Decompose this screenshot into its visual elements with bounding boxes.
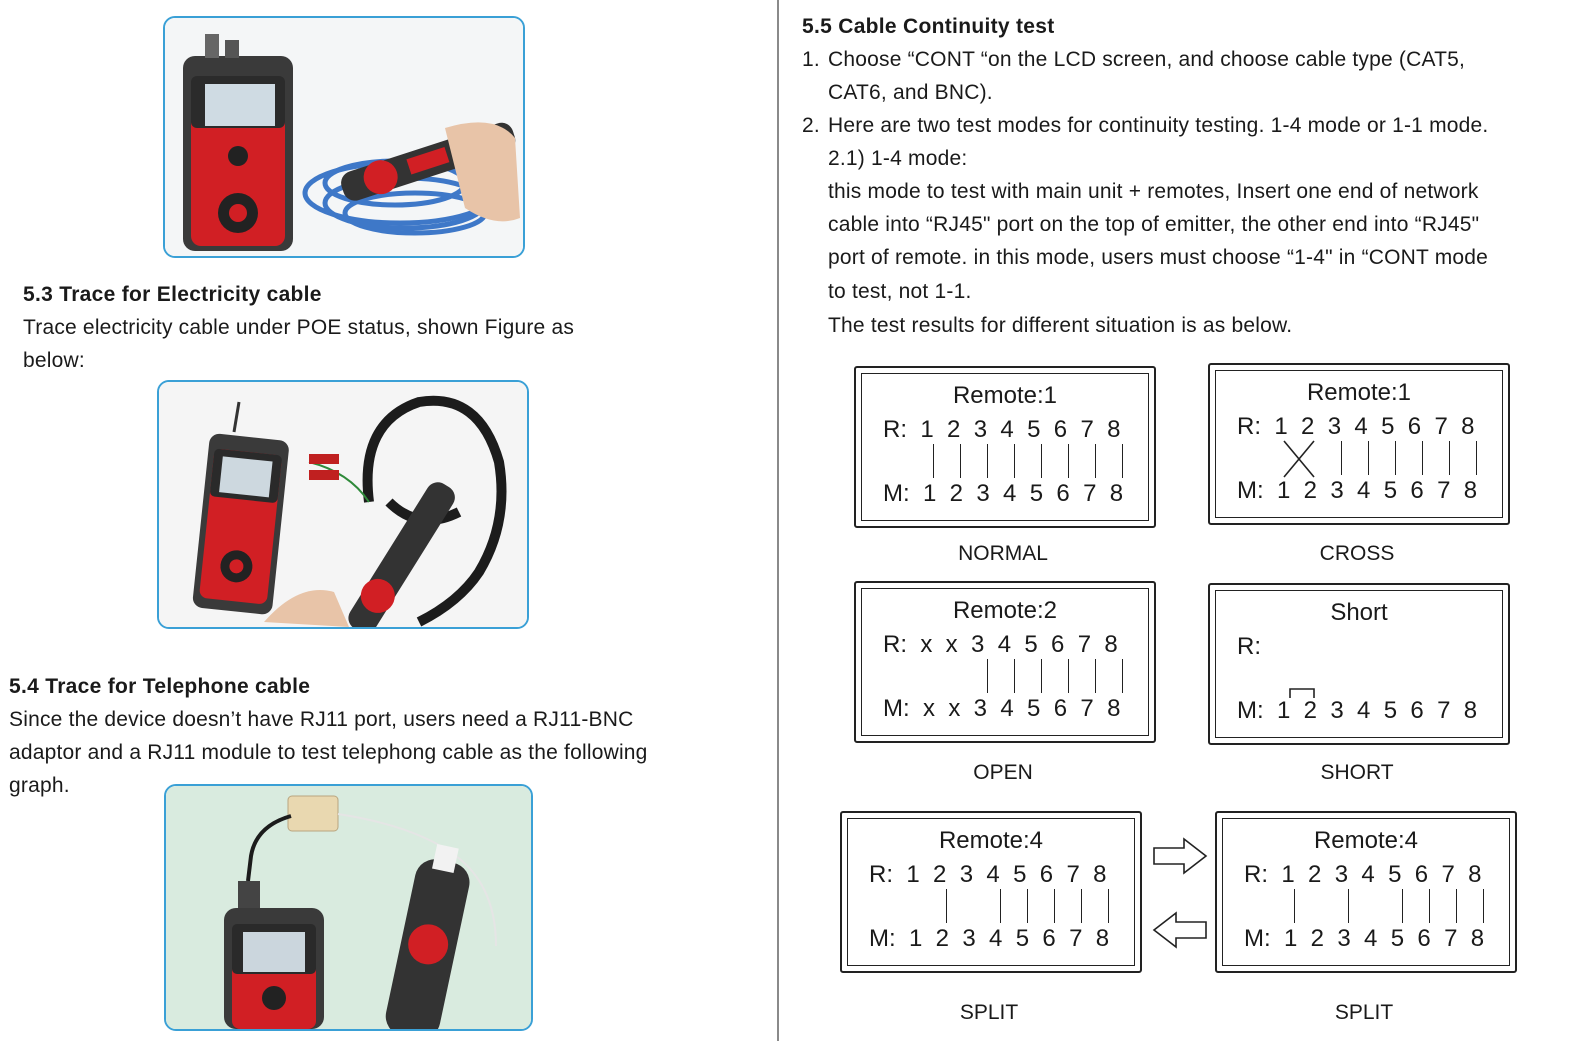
section-5-3-title: 5.3 Trace for Electricity cable [23,283,322,306]
section-5-3-line-2: below: [23,349,85,372]
photo-telephone-cable-adaptor [164,784,533,1031]
lcd-diagram-short: Short R: M: 1 2 3 4 5 6 7 8 [1208,583,1510,745]
lcd-diagram-split-2: Remote:4 R: 1 2 3 4 5 6 7 8 M: 1 2 3 4 5… [1215,811,1517,973]
section-5-3-line-1: Trace electricity cable under POE status… [23,316,575,339]
caption-short: SHORT [1320,761,1394,784]
arrow-right-icon [1153,837,1208,875]
lcd-diagram-normal: Remote:1 R: 1 2 3 4 5 6 7 8 M: 1 2 3 4 5… [854,366,1156,528]
step-2-line-4: cable into “RJ45" port on the top of emi… [828,213,1480,236]
step-2-line-6: to test, not 1-1. [828,280,972,303]
short-bracket-icon [1289,688,1315,698]
step-2-line-3: this mode to test with main unit + remot… [828,180,1479,203]
photo-tracing-electricity-cable [157,380,529,629]
lcd-main-row: M: 1 2 3 4 5 6 7 8 [1237,477,1478,504]
step-2-line-5: port of remote. in this mode, users must… [828,246,1489,269]
section-5-4-line-3: graph. [9,774,70,797]
step-2-line-1: Here are two test modes for continuity t… [828,114,1489,137]
section-5-4-line-2: adaptor and a RJ11 module to test teleph… [9,741,648,764]
photo-tester-with-network-cable [163,16,525,258]
step-2-line-2: 2.1) 1-4 mode: [828,147,968,170]
lcd-title: Remote:4 [1313,827,1419,854]
lcd-main-row: M: 1 2 3 4 5 6 7 8 [1244,925,1485,952]
caption-cross: CROSS [1319,542,1395,565]
caption-normal: NORMAL [958,542,1048,565]
lcd-remote-row: R: 1 2 3 4 5 6 7 8 [1237,413,1475,440]
cross-wire-icon [1283,440,1315,478]
lcd-main-row: M: 1 2 3 4 5 6 7 8 [1237,697,1478,724]
step-1-line-1: Choose “CONT “on the LCD screen, and cho… [828,48,1466,71]
caption-split-2: SPLIT [1334,1001,1394,1024]
page-divider [777,0,779,1041]
lcd-remote-row: R: x x 3 4 5 6 7 8 [883,631,1118,658]
lcd-main-row: M: 1 2 3 4 5 6 7 8 [869,925,1110,952]
lcd-diagram-split-1: Remote:4 R: 1 2 3 4 5 6 7 8 M: 1 2 3 4 5… [840,811,1142,973]
arrow-left-icon [1152,911,1207,949]
lcd-remote-row: R: 1 2 3 4 5 6 7 8 [883,416,1121,443]
step-1-number: 1. [802,48,820,71]
lcd-title: Short [1330,599,1388,626]
section-5-4-title: 5.4 Trace for Telephone cable [9,675,311,698]
lcd-title: Remote:4 [938,827,1044,854]
lcd-title: Remote:1 [952,382,1058,409]
section-5-5-title: 5.5 Cable Continuity test [802,15,1055,38]
step-1-line-2: CAT6, and BNC). [828,81,993,104]
section-5-4-line-1: Since the device doesn’t have RJ11 port,… [9,708,634,731]
step-2-line-7: The test results for different situation… [828,314,1293,337]
step-2-number: 2. [802,114,820,137]
lcd-diagram-cross: Remote:1 R: 1 2 3 4 5 6 7 8 M: 1 2 3 4 5… [1208,363,1510,525]
lcd-remote-row: R: 1 2 3 4 5 6 7 8 [869,861,1107,888]
caption-split-1: SPLIT [959,1001,1019,1024]
lcd-title: Remote:2 [952,597,1058,624]
lcd-remote-row: R: [1237,633,1261,660]
lcd-title: Remote:1 [1306,379,1412,406]
lcd-main-row: M: 1 2 3 4 5 6 7 8 [883,480,1124,507]
caption-open: OPEN [973,761,1033,784]
lcd-remote-row: R: 1 2 3 4 5 6 7 8 [1244,861,1482,888]
lcd-main-row: M: x x 3 4 5 6 7 8 [883,695,1121,722]
lcd-diagram-open: Remote:2 R: x x 3 4 5 6 7 8 M: x x 3 4 5… [854,581,1156,743]
